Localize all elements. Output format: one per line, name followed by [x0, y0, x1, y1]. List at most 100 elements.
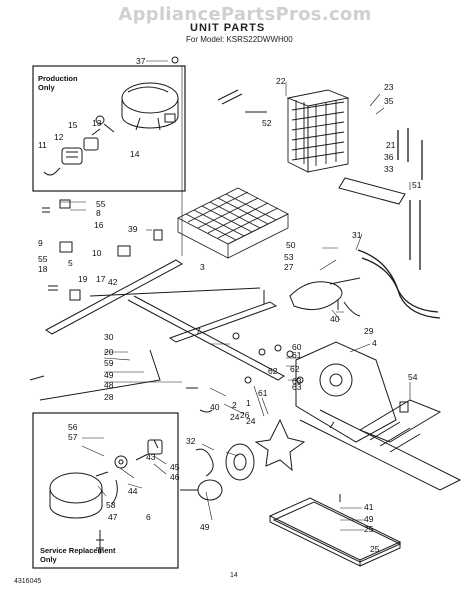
callout-54: 54 [408, 372, 418, 382]
callout-32: 32 [186, 436, 196, 446]
tubing-drawing [338, 128, 441, 319]
callout-37: 37 [136, 56, 146, 66]
callout-40: 40 [330, 314, 340, 324]
callout-46: 46 [170, 472, 180, 482]
production-only-line-2: Only [38, 83, 55, 92]
callout-56: 56 [68, 422, 78, 432]
callout-59: 59 [104, 358, 114, 368]
production-only-line-1: Production [38, 74, 78, 83]
drain-pan-drawing [268, 497, 402, 567]
callout-4: 4 [372, 338, 377, 348]
callout-20: 20 [104, 347, 114, 357]
callout-21: 21 [386, 140, 396, 150]
frame-rails-drawing [39, 259, 285, 401]
callout-14: 14 [130, 149, 140, 159]
callout-33: 33 [384, 164, 394, 174]
fasteners-drawing [29, 56, 409, 502]
leader-lines [60, 60, 411, 531]
callout-8: 8 [96, 208, 101, 218]
callout-61: 61 [258, 388, 268, 398]
callout-51: 51 [412, 180, 422, 190]
callout-53: 53 [284, 252, 294, 262]
callout-30: 30 [104, 332, 114, 342]
callout-42: 42 [108, 277, 118, 287]
callout-19: 19 [78, 274, 88, 284]
heater-tube-drawing [217, 89, 243, 105]
callout-24: 24 [246, 416, 256, 426]
callout-43: 43 [146, 452, 156, 462]
fan-motor-drawing [180, 418, 306, 501]
callout-52: 52 [262, 118, 272, 128]
service-replacement-label: Service Replacement Only [40, 546, 115, 564]
callout-49: 49 [364, 514, 374, 524]
callout-6: 6 [146, 512, 151, 522]
callout-9: 9 [38, 238, 43, 248]
callout-2: 2 [232, 400, 237, 410]
page-title: UNIT PARTS [190, 22, 266, 34]
callout-39: 39 [128, 224, 138, 234]
callout-28: 28 [104, 392, 114, 402]
callout-16: 16 [94, 220, 104, 230]
callout-18: 18 [38, 264, 48, 274]
relay-overload-drawing [43, 115, 115, 176]
callout-13: 13 [92, 118, 102, 128]
callout-58: 58 [106, 500, 116, 510]
callout-47: 47 [108, 512, 118, 522]
callout-23: 23 [384, 82, 394, 92]
callout-29: 29 [364, 326, 374, 336]
service-replacement-line-2: Only [40, 555, 57, 564]
service-replacement-line-1: Service Replacement [40, 546, 116, 555]
callout-3: 3 [200, 262, 205, 272]
callout-17: 17 [96, 274, 106, 284]
callout-5: 5 [68, 258, 73, 268]
service-compressor-drawing [49, 439, 163, 554]
callout-27: 27 [284, 262, 294, 272]
footer-code: 4316045 [14, 578, 42, 585]
callout-63: 63 [292, 382, 302, 392]
callout-24: 24 [230, 412, 240, 422]
condenser-drawing [177, 187, 289, 259]
accumulator-drawing [289, 277, 361, 317]
callout-48: 48 [104, 380, 114, 390]
callout-55: 55 [96, 199, 106, 209]
compressor-drawing [121, 82, 179, 131]
fan-bracket-drawing [295, 341, 462, 491]
callout-10: 10 [92, 248, 102, 258]
production-only-label: Production Only [38, 74, 78, 92]
callout-40: 40 [210, 402, 220, 412]
callout-41: 41 [364, 502, 374, 512]
production-only-box [32, 65, 186, 192]
callout-22: 22 [276, 76, 286, 86]
callout-62: 62 [268, 366, 278, 376]
callout-57: 57 [68, 432, 78, 442]
callout-62: 62 [290, 364, 300, 374]
callout-15: 15 [68, 120, 78, 130]
callout-35: 35 [384, 96, 394, 106]
watermark: AppliancePartsPros.com [118, 4, 372, 25]
callout-63: 63 [292, 376, 302, 386]
callout-11: 11 [38, 140, 47, 150]
callout-25: 25 [370, 544, 380, 554]
callout-7: 7 [196, 326, 201, 336]
service-replacement-box [32, 412, 179, 569]
callout-36: 36 [384, 152, 394, 162]
callout-61: 61 [292, 350, 302, 360]
callout-49: 49 [104, 370, 114, 380]
callout-26: 26 [240, 410, 250, 420]
footer-page: 14 [230, 572, 238, 579]
callout-44: 44 [128, 486, 138, 496]
callout-31: 31 [352, 230, 362, 240]
callout-45: 45 [170, 462, 180, 472]
callout-49: 49 [200, 522, 210, 532]
callout-55: 55 [38, 254, 48, 264]
callout-12: 12 [54, 132, 64, 142]
callout-50: 50 [286, 240, 296, 250]
model-line: For Model: KSRS22DWWH00 [186, 35, 293, 44]
callout-60: 60 [292, 342, 302, 352]
callout-1: 1 [246, 398, 251, 408]
callout-25: 25 [364, 524, 374, 534]
evaporator-coil-drawing [286, 89, 350, 173]
